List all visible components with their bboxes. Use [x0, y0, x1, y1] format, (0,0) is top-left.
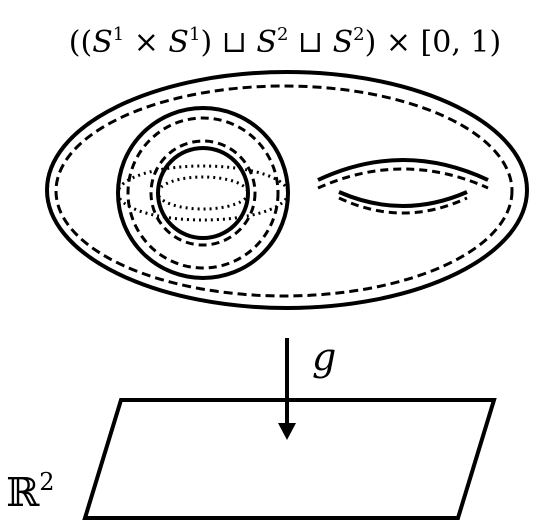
outer-surface-outline — [45, 70, 529, 310]
plane-r2 — [82, 398, 497, 520]
torus-hole-upper — [317, 158, 489, 182]
outer-sphere — [116, 106, 290, 280]
inner-sphere-equator — [156, 175, 250, 211]
torus-hole-collar-lower — [338, 196, 468, 215]
map-label: g — [312, 335, 336, 379]
outer-sphere-collar — [126, 116, 280, 270]
outer-surface-collar — [54, 84, 514, 298]
space-formula: ((S1 × S1) ⊔ S2 ⊔ S2) × [0, 1) — [69, 24, 501, 60]
map-arrowhead — [278, 423, 296, 440]
inner-sphere — [156, 146, 250, 240]
plane-label: ℝ2 — [6, 468, 55, 516]
inner-sphere-collar — [149, 139, 257, 247]
torus-hole-lower — [338, 190, 468, 208]
outer-sphere-equator — [116, 164, 290, 222]
